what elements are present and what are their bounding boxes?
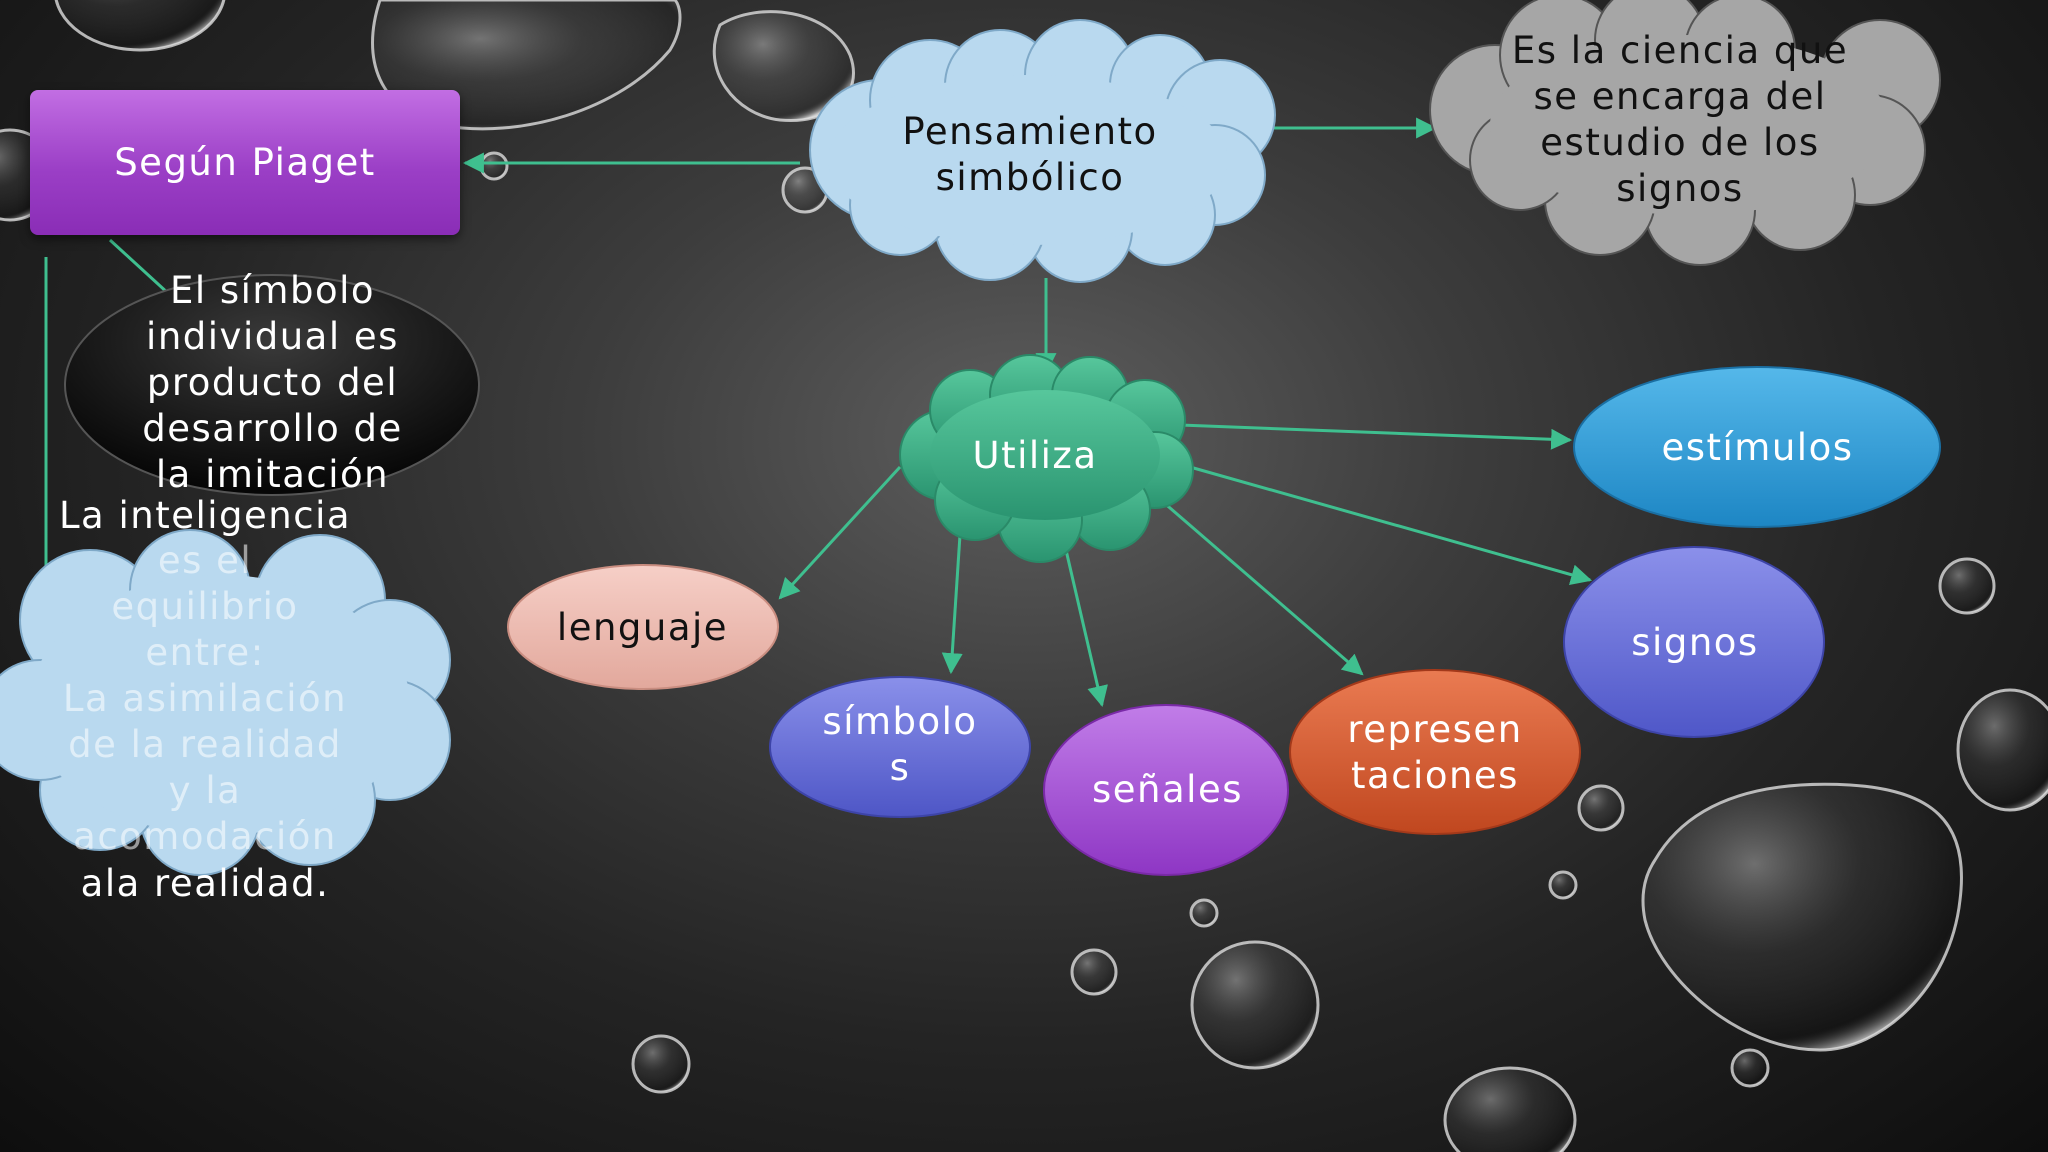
signals-label: señales bbox=[1092, 768, 1243, 811]
droplet bbox=[1577, 784, 1625, 832]
uses-label: Utiliza bbox=[972, 433, 1098, 477]
signals-oval[interactable] bbox=[1043, 704, 1289, 876]
definition-label: Es la ciencia que se encarga del estudio… bbox=[1511, 29, 1849, 210]
droplet bbox=[1641, 782, 1963, 1052]
signs-label: signos bbox=[1631, 621, 1759, 664]
representations-label: represen taciones bbox=[1347, 707, 1523, 797]
symbol-origin-label: El símbolo individual es producto del de… bbox=[142, 269, 403, 496]
connector-uses-to-signals bbox=[1064, 549, 1108, 708]
droplet bbox=[631, 1034, 691, 1094]
connector-uses-to-representations bbox=[1154, 493, 1364, 676]
droplet bbox=[479, 151, 509, 181]
symbols-label: símbolo s bbox=[822, 700, 978, 789]
symbol-origin-oval[interactable] bbox=[64, 274, 480, 496]
connectors bbox=[35, 117, 1593, 708]
intelligence-cloud[interactable] bbox=[0, 529, 451, 876]
stimuli-oval[interactable] bbox=[1573, 366, 1941, 528]
symbols-oval[interactable] bbox=[769, 676, 1031, 818]
language-oval[interactable] bbox=[507, 564, 779, 690]
droplet bbox=[1548, 870, 1578, 900]
intelligence-label-body: es el equilibrio entre: La asimilación d… bbox=[62, 539, 348, 858]
center-cloud[interactable] bbox=[809, 19, 1276, 283]
droplet bbox=[1938, 557, 1996, 615]
droplet bbox=[1443, 1066, 1577, 1152]
intelligence-label-end: ala realidad. bbox=[80, 861, 330, 905]
droplet bbox=[1956, 688, 2048, 812]
uses-cloud[interactable] bbox=[899, 354, 1194, 563]
representations-oval[interactable] bbox=[1289, 669, 1581, 835]
droplet bbox=[1189, 898, 1219, 928]
definition-cloud[interactable] bbox=[1429, 0, 1941, 266]
piaget-box[interactable] bbox=[30, 90, 460, 235]
connector-uses-to-stimuli bbox=[1179, 423, 1573, 450]
piaget-label: Según Piaget bbox=[114, 141, 376, 184]
signs-oval[interactable] bbox=[1563, 546, 1825, 738]
droplet bbox=[1730, 1048, 1770, 1088]
intelligence-label-top: La inteligencia bbox=[58, 493, 352, 537]
droplet bbox=[54, 0, 226, 52]
connector-uses-to-language bbox=[778, 465, 902, 600]
connector-uses-to-symbols bbox=[941, 534, 963, 675]
connector-uses-to-signs bbox=[1189, 465, 1593, 585]
language-label: lenguaje bbox=[556, 605, 729, 649]
center-label: Pensamiento simbólico bbox=[902, 110, 1158, 199]
droplet bbox=[1190, 940, 1320, 1070]
stimuli-label: estímulos bbox=[1661, 426, 1854, 469]
droplet bbox=[1070, 948, 1118, 996]
connector-piaget-to-symbol-origin bbox=[108, 238, 172, 297]
